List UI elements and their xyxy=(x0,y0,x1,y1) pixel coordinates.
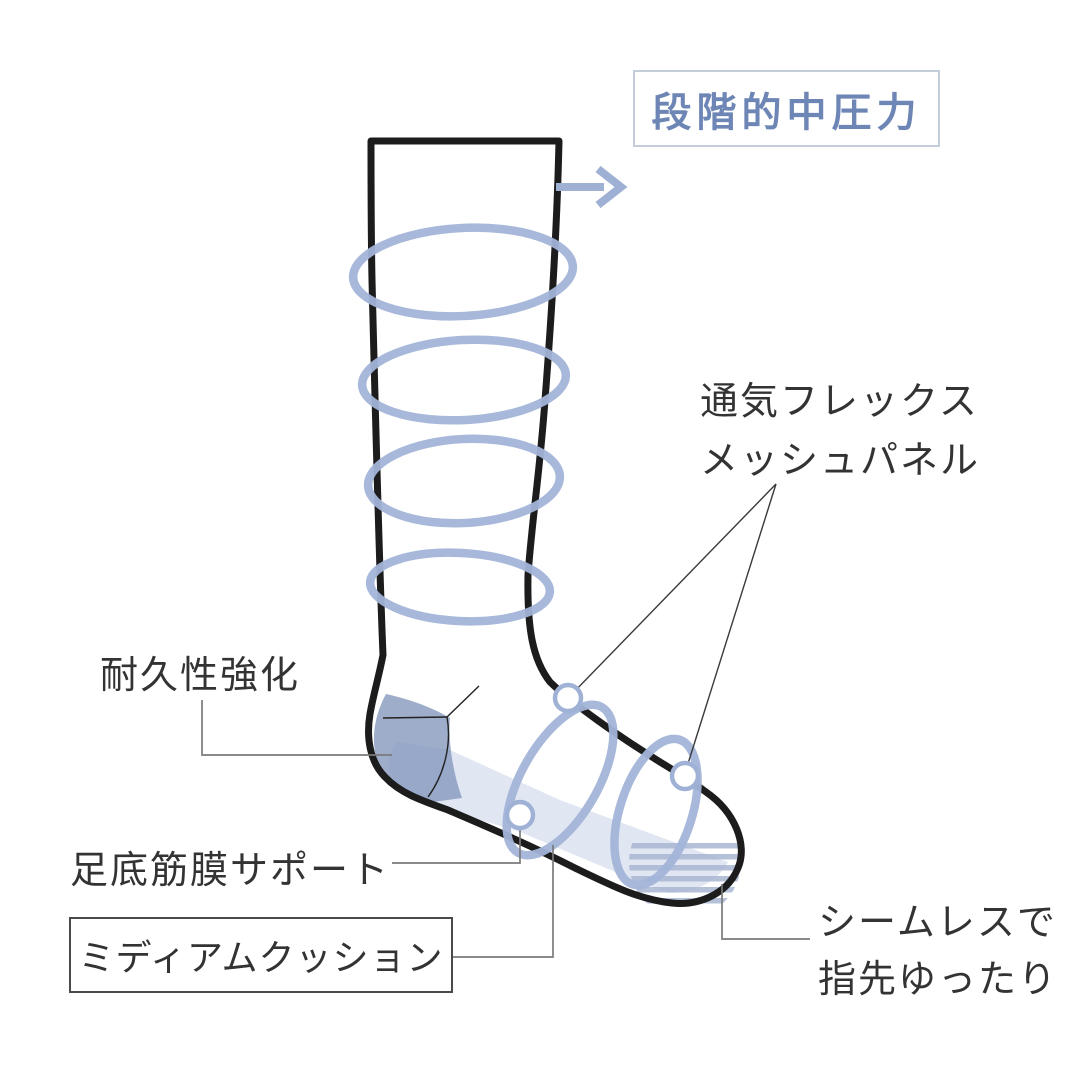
mesh-panel-markers xyxy=(504,682,701,831)
compression-rings xyxy=(348,223,702,890)
heel-patch-boundary xyxy=(382,685,480,798)
seamless-label-line1: シームレスで xyxy=(818,900,1057,944)
durability-connector xyxy=(201,700,392,756)
seamless-connector xyxy=(721,884,810,940)
mesh-marker-2 xyxy=(669,760,701,792)
compression-label-box: 段階的中圧力 xyxy=(633,70,940,147)
compression-label: 段階的中圧力 xyxy=(651,89,922,136)
foot-ring-1 xyxy=(502,700,618,860)
mesh-label-line1: 通気フレックス xyxy=(700,379,979,423)
plantar-connector xyxy=(392,816,521,864)
mesh-pointer-lines xyxy=(570,483,777,771)
sock-outline xyxy=(365,137,745,907)
cushion-connector xyxy=(453,845,554,958)
durability-label: 耐久性強化 xyxy=(100,653,301,697)
cushion-label-box: ミディアムクッション xyxy=(69,917,453,993)
label-connectors xyxy=(201,700,810,958)
mesh-label-line2: メッシュパネル xyxy=(700,438,981,482)
seamless-label-line2: 指先ゆったり xyxy=(818,957,1059,1001)
seamless-label: シームレスで 指先ゆったり xyxy=(818,894,1058,1008)
leg-ring-2 xyxy=(357,335,571,425)
leg-ring-1 xyxy=(348,223,578,321)
cushion-label: ミディアムクッション xyxy=(78,938,444,979)
arrow-right-icon xyxy=(556,165,628,209)
foot-ring-2 xyxy=(610,734,702,890)
plantar-marker xyxy=(504,799,536,831)
leg-ring-3 xyxy=(363,434,565,528)
leg-ring-4 xyxy=(365,548,555,626)
sock-body xyxy=(368,141,742,904)
mesh-label: 通気フレックス メッシュパネル xyxy=(700,372,980,490)
mesh-marker-1 xyxy=(552,682,584,714)
plantar-label: 足底筋膜サポート xyxy=(70,848,391,892)
